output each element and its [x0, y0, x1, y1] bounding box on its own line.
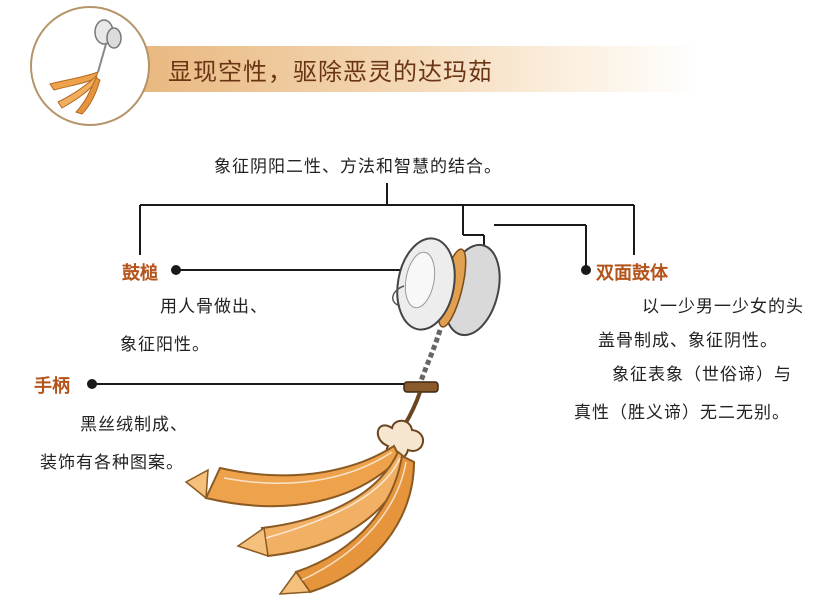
handle-line-1: 黑丝绒制成、	[80, 415, 188, 435]
drum-beater-line-2: 象征阳性。	[120, 335, 210, 355]
damaru-medallion-icon	[30, 6, 150, 126]
handle-line-2: 装饰有各种图案。	[40, 453, 184, 473]
top-note: 象征阴阳二性、方法和智慧的结合。	[214, 157, 502, 177]
connector-lines	[92, 183, 635, 385]
drum-beater-line-1: 用人骨做出、	[160, 297, 268, 317]
header: 显现空性，驱除恶灵的达玛茹	[0, 0, 840, 130]
page-title: 显现空性，驱除恶灵的达玛茹	[168, 58, 493, 86]
drum-body-line-2: 盖骨制成、象征阴性。	[598, 331, 778, 351]
label-handle: 手柄	[34, 376, 70, 397]
drum-body-line-3: 象征表象（世俗谛）与	[612, 365, 792, 385]
drum-body-line-4: 真性（胜义谛）无二无别。	[574, 403, 790, 423]
label-drum-beater: 鼓槌	[122, 263, 158, 284]
label-drum-body: 双面鼓体	[596, 263, 668, 284]
damaru-illustration	[184, 237, 501, 595]
drum-body-line-1: 以一少男一少女的头	[642, 297, 804, 317]
title-bar	[140, 46, 700, 92]
